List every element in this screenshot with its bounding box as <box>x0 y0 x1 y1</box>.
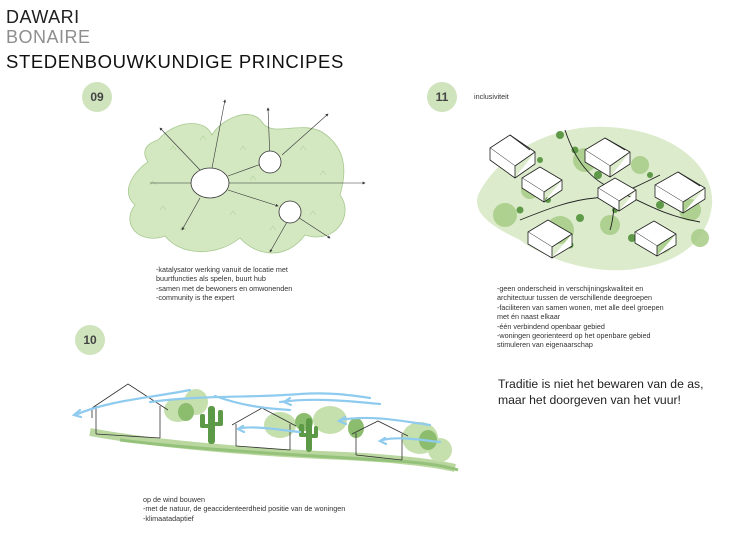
page-title: STEDENBOUWKUNDIGE PRINCIPES <box>6 51 344 72</box>
hub-node-small <box>278 200 302 224</box>
arrow-icon <box>281 113 329 156</box>
wind-arrow-icon <box>235 424 246 434</box>
tree-icon <box>178 403 194 421</box>
principle-09-text: -katalysator werking vanuit de locatie m… <box>156 265 293 303</box>
header-line-1: DAWARI <box>6 7 80 27</box>
house-icon <box>521 166 563 203</box>
principle-badge-11: 11 <box>427 82 457 112</box>
hub-node-main <box>190 167 230 199</box>
house-icon <box>654 171 706 214</box>
wind-arrow-icon <box>148 392 372 404</box>
arrow-icon <box>269 221 288 253</box>
wind-arrow-icon <box>278 398 382 406</box>
wind-arrow-icon <box>281 396 293 407</box>
wind-arrow-icon <box>338 416 432 427</box>
wind-arrow-icon <box>380 437 442 444</box>
wind-arrow-icon <box>377 436 388 446</box>
wind-arrow-icon <box>336 415 348 426</box>
house-icon <box>91 383 169 438</box>
cactus-icon <box>299 418 318 452</box>
wind-arrow-icon <box>73 388 192 417</box>
principle-badge-09: 09 <box>82 82 112 112</box>
house-icon <box>634 220 677 257</box>
house-icon <box>597 177 637 212</box>
arrow-icon <box>211 99 227 169</box>
arrow-icon <box>159 127 201 171</box>
house-icon <box>489 134 536 179</box>
quote-text: Traditie is niet het bewaren van de as, … <box>498 377 704 407</box>
principle-10-text: op de wind bouwen -met de natuur, de gea… <box>143 495 346 523</box>
principle-11-label: inclusiviteit <box>474 92 509 101</box>
arrow-icon <box>181 197 201 231</box>
wind-arrow-icon <box>238 426 302 434</box>
house-icon <box>584 137 631 178</box>
cactus-icon <box>200 406 223 444</box>
header-line-2: BONAIRE <box>6 27 91 47</box>
principle-badge-10: 10 <box>75 325 105 355</box>
tree-icon <box>348 418 364 438</box>
principle-11-text: -geen onderscheid in verschijningskwalit… <box>497 284 664 350</box>
wind-arrow-icon <box>213 394 292 412</box>
wind-arrow-icon <box>71 408 83 419</box>
house-icon <box>527 219 573 259</box>
arrow-icon <box>227 189 279 207</box>
hub-node-small <box>258 150 282 174</box>
arrow-icon <box>227 162 265 177</box>
